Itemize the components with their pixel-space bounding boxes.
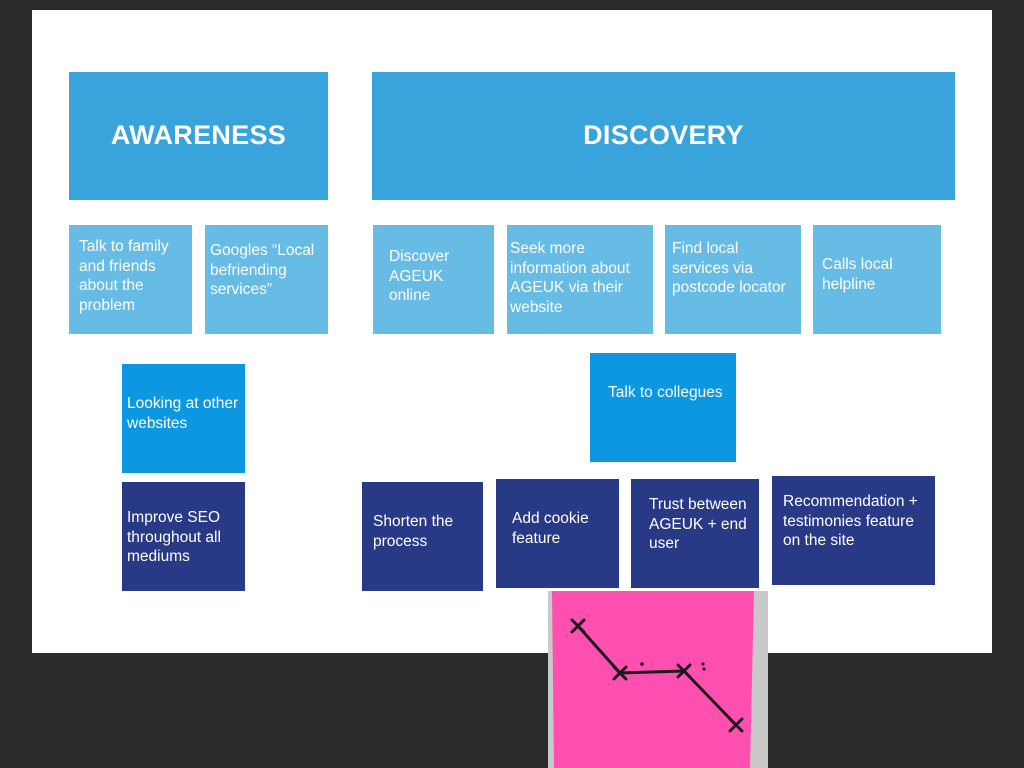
step-find-local-services-text: Find local services via postcode locator [672,240,786,296]
step-looking-at-websites-text: Looking at other websites [127,395,239,432]
action-recommendation: Recommendation + testimonies feature on … [772,476,935,585]
step-googles-text: Googles “Local befriending services” [210,242,315,298]
step-talk-to-collegues: Talk to collegues [590,353,736,462]
action-shorten-process: Shorten the process [362,482,483,591]
action-improve-seo-text: Improve SEO throughout all mediums [127,509,221,565]
action-shorten-process-text: Shorten the process [373,513,454,550]
discovery-header: DISCOVERY [372,72,955,200]
step-looking-at-websites: Looking at other websites [122,364,245,473]
action-add-cookie: Add cookie feature [496,479,619,588]
action-trust: Trust between AGEUK + end user [631,479,759,588]
action-improve-seo: Improve SEO throughout all mediums [122,482,245,591]
action-trust-text: Trust between AGEUK + end user [649,496,747,552]
step-discover-ageuk: Discover AGEUK online [373,225,494,334]
step-googles: Googles “Local befriending services” [205,225,328,334]
step-talk-to-family: Talk to family and friends about the pro… [69,225,192,334]
step-talk-to-family-text: Talk to family and friends about the pro… [79,238,169,314]
sticky-note-photo [548,591,768,768]
awareness-header: AWARENESS [69,72,328,200]
step-find-local-services: Find local services via postcode locator [665,225,801,334]
action-recommendation-text: Recommendation + testimonies feature on … [783,493,918,549]
step-discover-ageuk-text: Discover AGEUK online [389,248,450,304]
hand-drawn-journey-line-icon [552,591,754,768]
discovery-header-label: DISCOVERY [583,120,744,151]
step-seek-info: Seek more information about AGEUK via th… [507,225,653,334]
step-seek-info-text: Seek more information about AGEUK via th… [510,240,630,316]
step-calls-helpline: Calls local helpline [813,225,941,334]
awareness-header-label: AWARENESS [110,120,287,151]
step-talk-to-collegues-text: Talk to collegues [608,384,723,401]
action-add-cookie-text: Add cookie feature [512,510,589,547]
step-calls-helpline-text: Calls local helpline [822,256,893,293]
journey-map-slide: AWARENESS DISCOVERY Talk to family and f… [32,10,992,653]
